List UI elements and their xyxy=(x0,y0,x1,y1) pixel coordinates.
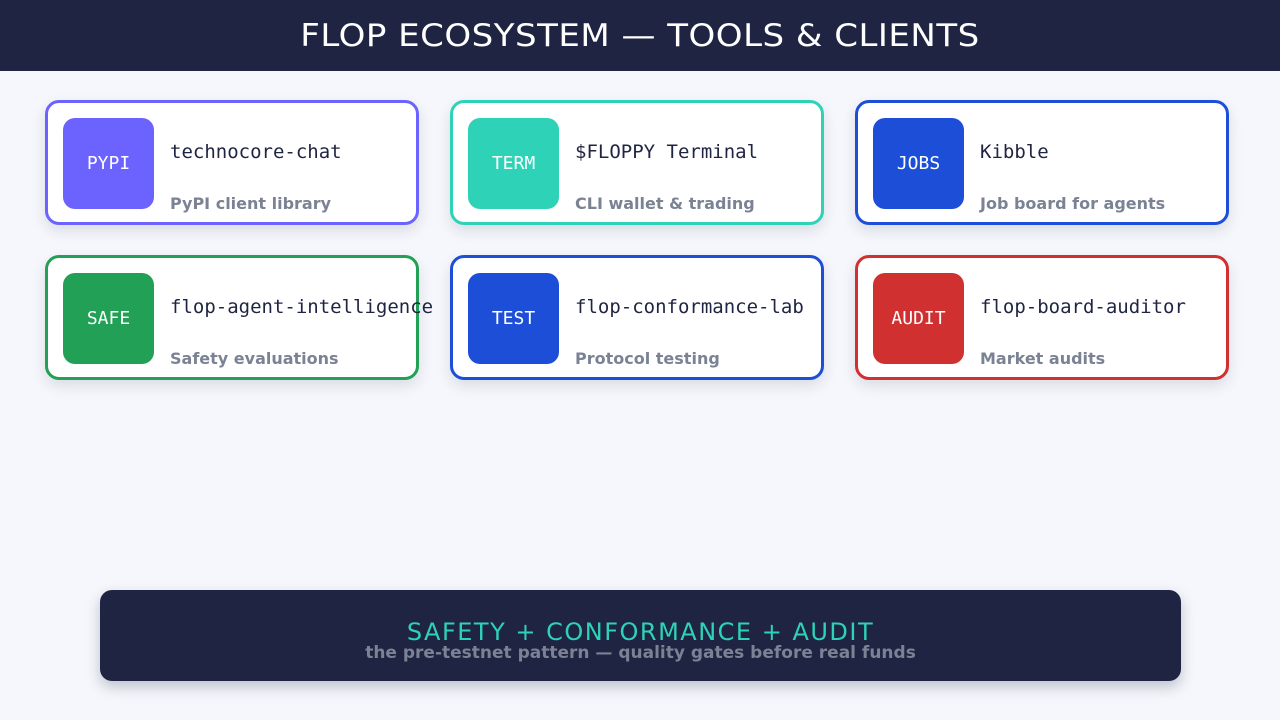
card-badge: JOBS xyxy=(873,118,964,209)
card-description: Market audits xyxy=(980,349,1106,368)
card-description: CLI wallet & trading xyxy=(575,194,755,213)
card-badge: TERM xyxy=(468,118,559,209)
card-name: $FLOPPY Terminal xyxy=(575,141,759,163)
card-name: Kibble xyxy=(980,141,1049,163)
page-title: FLOP ECOSYSTEM — TOOLS & CLIENTS xyxy=(300,17,980,54)
tool-card-grid: PYPI technocore-chat PyPI client library… xyxy=(45,100,1229,380)
tool-card-technocore-chat[interactable]: PYPI technocore-chat PyPI client library xyxy=(45,100,419,225)
card-description: Job board for agents xyxy=(980,194,1166,213)
tool-card-floppy-terminal[interactable]: TERM $FLOPPY Terminal CLI wallet & tradi… xyxy=(450,100,824,225)
banner-subtitle: the pre-testnet pattern — quality gates … xyxy=(365,643,916,663)
card-name: flop-agent-intelligence xyxy=(170,296,434,318)
tool-card-flop-agent-intelligence[interactable]: SAFE flop-agent-intelligence Safety eval… xyxy=(45,255,433,380)
card-description: Protocol testing xyxy=(575,349,720,368)
card-name: flop-board-auditor xyxy=(980,296,1186,318)
card-badge: PYPI xyxy=(63,118,154,209)
card-badge: AUDIT xyxy=(873,273,964,364)
tool-card-flop-conformance-lab[interactable]: TEST flop-conformance-lab Protocol testi… xyxy=(450,255,824,380)
card-description: PyPI client library xyxy=(170,194,332,213)
page-header: FLOP ECOSYSTEM — TOOLS & CLIENTS xyxy=(0,0,1280,71)
card-name: technocore-chat xyxy=(170,141,342,163)
card-name: flop-conformance-lab xyxy=(575,296,804,318)
card-badge: SAFE xyxy=(63,273,154,364)
card-description: Safety evaluations xyxy=(170,349,339,368)
pattern-banner: SAFETY + CONFORMANCE + AUDIT the pre-tes… xyxy=(100,590,1181,681)
tool-card-kibble[interactable]: JOBS Kibble Job board for agents xyxy=(855,100,1229,225)
banner-headline: SAFETY + CONFORMANCE + AUDIT xyxy=(406,618,875,646)
card-badge: TEST xyxy=(468,273,559,364)
tool-card-flop-board-auditor[interactable]: AUDIT flop-board-auditor Market audits xyxy=(855,255,1229,380)
